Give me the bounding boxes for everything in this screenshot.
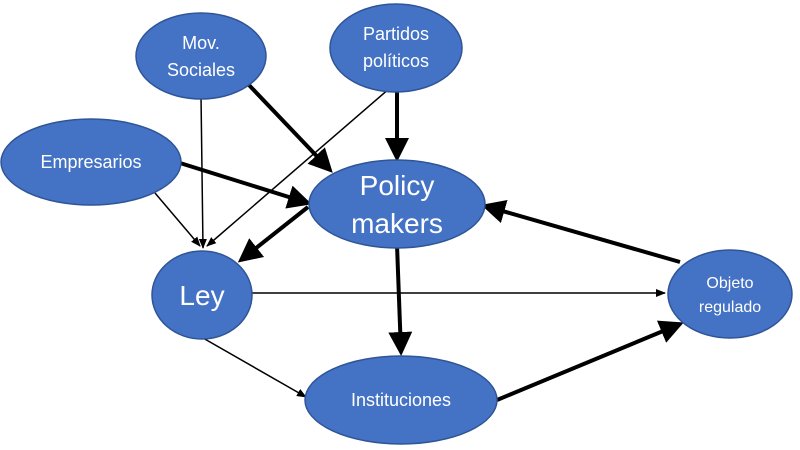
edge-policymakers-instituciones (388, 244, 413, 356)
node-empresarios: Empresarios (0, 118, 182, 206)
edge-policymakers-ley (237, 205, 310, 263)
node-mov-sociales-line1: Mov. (182, 33, 220, 53)
node-ley: Ley (151, 250, 253, 340)
edge-objeto-policymakers (481, 199, 681, 264)
node-policy-line2: makers (351, 208, 443, 239)
node-objeto-line1: Objeto (706, 275, 753, 292)
node-objeto-line2: regulado (699, 299, 761, 316)
node-mov-sociales: Mov. Sociales (135, 12, 267, 100)
edge-empresarios-policymakers (179, 161, 312, 209)
edge-ley-instituciones (202, 337, 307, 398)
edge-partidos-ley (206, 87, 391, 247)
node-policy-line1: Policy (360, 170, 435, 201)
nodes: Mov. Sociales Partidos políticos Empresa… (0, 3, 793, 445)
edge-movsociales-policymakers (246, 82, 333, 173)
node-instituciones-label: Instituciones (351, 390, 451, 410)
node-instituciones: Instituciones (304, 355, 498, 445)
edges (154, 82, 684, 402)
node-objeto-regulado: Objeto regulado (667, 249, 793, 339)
node-partidos-line2: políticos (363, 51, 429, 71)
edge-instituciones-objeto (496, 320, 684, 402)
node-partidos-politicos: Partidos políticos (329, 3, 463, 93)
node-mov-sociales-line2: Sociales (167, 60, 235, 80)
node-ley-label: Ley (179, 280, 224, 311)
node-partidos-line1: Partidos (363, 24, 429, 44)
node-policy-makers: Policy makers (308, 159, 486, 249)
node-empresarios-label: Empresarios (40, 152, 141, 172)
edge-empresarios-ley (154, 192, 201, 247)
